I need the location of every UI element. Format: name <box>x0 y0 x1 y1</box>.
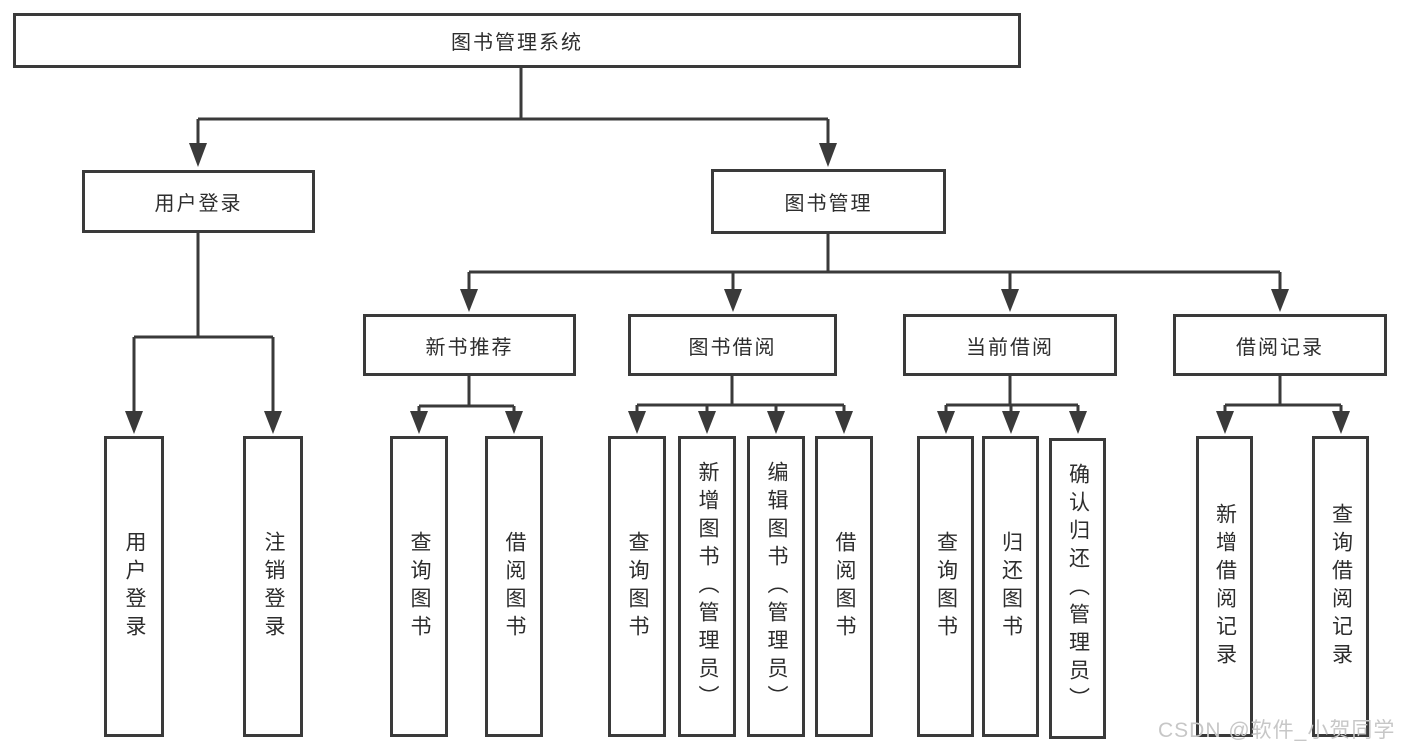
node-book-mgmt-label: 图书管理 <box>784 193 873 215</box>
leaf-cb-return-books: 归还图书 <box>982 436 1039 737</box>
leaf-br-query-record-label: 查询借阅记录 <box>1329 502 1353 671</box>
node-current-borrow-label: 当前借阅 <box>966 336 1054 359</box>
leaf-cb-confirm-return-admin: 确认归还（管理员） <box>1049 438 1106 739</box>
leaf-logout: 注销登录 <box>243 436 303 737</box>
leaf-nb-borrow-books: 借阅图书 <box>485 436 543 737</box>
leaf-br-add-record: 新增借阅记录 <box>1196 436 1253 737</box>
node-user-login: 用户登录 <box>82 170 315 233</box>
node-borrow-records: 借阅记录 <box>1173 314 1387 376</box>
leaf-cb-confirm-return-admin-label: 确认归还（管理员） <box>1066 462 1090 715</box>
leaf-cb-return-books-label: 归还图书 <box>999 530 1023 643</box>
leaf-cb-query-books: 查询图书 <box>917 436 974 737</box>
leaf-br-query-record: 查询借阅记录 <box>1312 436 1369 737</box>
node-new-books-label: 新书推荐 <box>425 336 514 359</box>
arrow-down-icons <box>125 143 1350 434</box>
leaf-bb-borrow-books-label: 借阅图书 <box>833 530 856 643</box>
leaf-bb-query-books-label: 查询图书 <box>626 530 649 643</box>
leaf-user-login-label: 用户登录 <box>123 530 146 643</box>
leaf-br-add-record-label: 新增借阅记录 <box>1213 502 1237 671</box>
node-book-borrow-label: 图书借阅 <box>688 336 777 359</box>
leaf-nb-query-books: 查询图书 <box>390 436 448 737</box>
node-book-borrow: 图书借阅 <box>628 314 837 376</box>
node-current-borrow: 当前借阅 <box>903 314 1117 376</box>
leaf-bb-query-books: 查询图书 <box>608 436 666 737</box>
leaf-bb-edit-book-admin-label: 编辑图书（管理员） <box>765 460 788 713</box>
leaf-bb-add-book-admin-label: 新增图书（管理员） <box>696 460 719 713</box>
node-borrow-records-label: 借阅记录 <box>1236 336 1324 359</box>
leaf-bb-add-book-admin: 新增图书（管理员） <box>678 436 736 737</box>
leaf-logout-label: 注销登录 <box>262 530 285 643</box>
node-root: 图书管理系统 <box>13 13 1021 68</box>
leaf-bb-borrow-books: 借阅图书 <box>815 436 873 737</box>
leaf-user-login: 用户登录 <box>104 436 164 737</box>
leaf-cb-query-books-label: 查询图书 <box>934 530 958 643</box>
leaf-nb-borrow-books-label: 借阅图书 <box>503 530 526 643</box>
leaf-bb-edit-book-admin: 编辑图书（管理员） <box>747 436 805 737</box>
leaf-nb-query-books-label: 查询图书 <box>408 530 431 643</box>
watermark: CSDN @软件_小贺同学 <box>1158 719 1396 742</box>
node-user-login-label: 用户登录 <box>154 193 243 215</box>
node-book-mgmt: 图书管理 <box>711 169 946 234</box>
connector-lines <box>132 68 1343 413</box>
node-root-label: 图书管理系统 <box>451 32 583 54</box>
node-new-books: 新书推荐 <box>363 314 576 376</box>
